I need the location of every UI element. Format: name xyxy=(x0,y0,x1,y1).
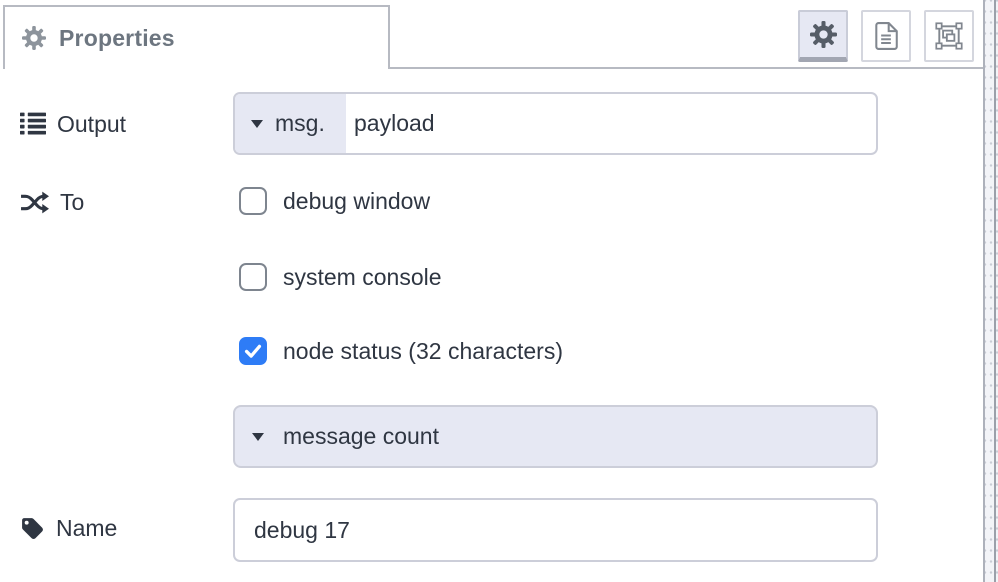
output-label: Output xyxy=(57,110,127,137)
tag-icon xyxy=(20,516,45,541)
debug-window-checkbox[interactable] xyxy=(239,187,267,215)
typed-input-prefix: msg. xyxy=(275,110,325,136)
tab-properties[interactable]: Properties xyxy=(3,5,390,69)
appearance-tab-button[interactable] xyxy=(924,10,974,62)
name-field-label: Name xyxy=(20,513,117,543)
system-console-checkbox[interactable] xyxy=(239,263,267,291)
list-icon xyxy=(20,112,46,136)
system-console-check-row[interactable]: system console xyxy=(239,263,442,291)
editor-tab-toolbar xyxy=(798,10,974,62)
output-field-label: Output xyxy=(20,109,126,139)
tab-label: Properties xyxy=(59,24,175,51)
document-icon xyxy=(874,22,898,50)
appearance-icon xyxy=(935,22,963,50)
gear-icon xyxy=(809,21,837,48)
to-label: To xyxy=(60,188,85,215)
description-tab-button[interactable] xyxy=(861,10,911,62)
node-status-check-row[interactable]: node status (32 characters) xyxy=(239,337,563,365)
output-property-input[interactable] xyxy=(346,94,876,153)
shuffle-icon xyxy=(20,190,49,215)
name-label: Name xyxy=(56,514,118,541)
status-type-dropdown[interactable]: message count xyxy=(233,405,878,468)
workspace-grid-edge xyxy=(983,0,998,582)
node-status-checkbox[interactable] xyxy=(239,337,267,365)
name-input[interactable] xyxy=(233,498,878,562)
typed-input-type-button[interactable]: msg. xyxy=(235,94,346,153)
status-type-value: message count xyxy=(283,423,439,449)
checkbox-label: debug window xyxy=(283,187,431,214)
to-field-label: To xyxy=(20,187,84,217)
checkbox-label: system console xyxy=(283,263,442,290)
properties-tab-button[interactable] xyxy=(798,10,848,62)
checkbox-label: node status (32 characters) xyxy=(283,337,563,364)
workspace-edge-line xyxy=(994,0,996,582)
caret-down-icon xyxy=(252,432,264,441)
gear-icon xyxy=(22,26,46,50)
caret-down-icon xyxy=(251,119,263,128)
tabbar-divider xyxy=(390,67,983,69)
debug-window-check-row[interactable]: debug window xyxy=(239,187,430,215)
output-typed-input: msg. xyxy=(233,92,878,155)
